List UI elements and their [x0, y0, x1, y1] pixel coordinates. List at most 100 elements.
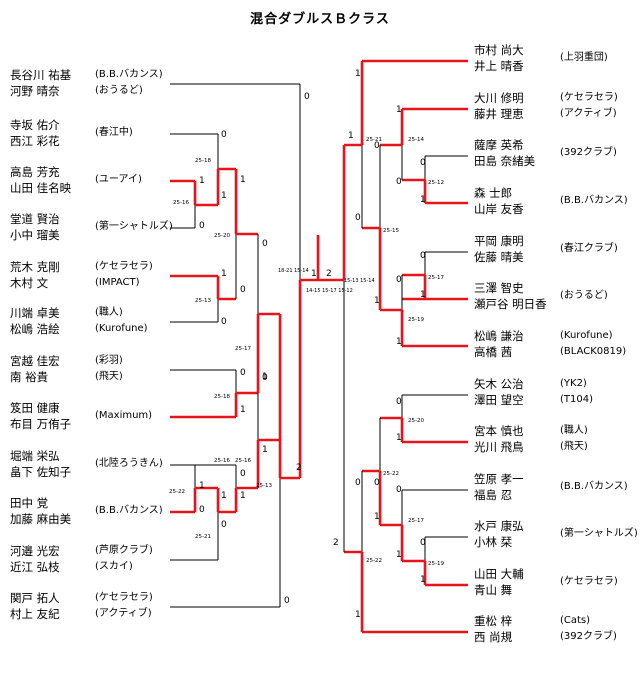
player-name: 長谷川 祐基 [10, 68, 72, 82]
team-name: (Maximum) [95, 410, 153, 421]
player-name: 小林 栞 [474, 535, 513, 549]
game-count: 1 [240, 175, 246, 185]
game-count: 0 [355, 213, 361, 223]
score-label: 25-18 [195, 158, 211, 164]
score-label: 25-16 [214, 458, 230, 464]
team-name: (第一シャトルズ) [95, 221, 173, 232]
player-name: 田中 覚 [10, 496, 49, 510]
game-count: 0 [221, 520, 227, 530]
game-count: 0 [355, 478, 361, 488]
score-label: 25-21 [366, 137, 382, 143]
player-name: 藤井 理恵 [474, 107, 524, 121]
player-name: 水戸 康弘 [474, 519, 524, 533]
score-label: 25-18 [214, 394, 230, 400]
player-name: 畠下 佐知子 [10, 465, 72, 479]
player-name: 大川 修明 [474, 91, 524, 105]
game-count: 1 [348, 131, 354, 141]
score-label: 18-21 15-14 [278, 268, 309, 274]
game-count: 0 [284, 596, 290, 606]
score-label: 25-16 [235, 458, 251, 464]
player-name: 山田 佳名映 [10, 181, 72, 195]
player-name: 川端 卓美 [10, 306, 60, 320]
team-name: (春江クラブ) [560, 243, 618, 254]
game-count: 1 [396, 433, 402, 443]
game-count: 0 [199, 221, 205, 231]
score-label: 15-13 15-14 [344, 278, 375, 284]
game-count: 2 [326, 269, 332, 279]
game-count: 0 [221, 317, 227, 327]
player-name: 木村 文 [10, 276, 49, 290]
team-name: (392クラブ) [560, 147, 617, 158]
game-count: 0 [396, 485, 402, 495]
team-name: (飛天) [560, 441, 588, 452]
player-name: 青山 舞 [474, 583, 513, 597]
team-name: (彩羽) [95, 355, 123, 366]
team-name: (飛天) [95, 371, 123, 382]
team-name: (春江中) [95, 127, 133, 138]
score-label: 25-22 [383, 471, 399, 477]
score-label: 25-16 [173, 200, 189, 206]
game-count: 1 [221, 491, 227, 501]
game-count: 0 [396, 275, 402, 285]
player-name: 薩摩 英希 [474, 138, 524, 152]
player-name: 森 士郎 [474, 186, 513, 200]
game-count: 0 [262, 373, 268, 383]
game-count: 1 [396, 337, 402, 347]
team-name: (ケセラセラ) [560, 576, 618, 587]
player-name: 市村 尚大 [474, 43, 524, 57]
team-name: (ユーアイ) [95, 174, 142, 185]
player-name: 宮本 慎也 [474, 424, 524, 438]
player-name: 田島 奈緒美 [474, 154, 536, 168]
game-count: 0 [240, 469, 246, 479]
score-label: 25-13 [256, 483, 272, 489]
score-label: 25-14 [408, 137, 424, 143]
team-name: (上羽重団) [560, 52, 608, 63]
player-name: 笈田 健康 [10, 401, 60, 415]
team-name: (おうるど) [95, 85, 143, 96]
team-name: (B.B.バカンス) [560, 481, 628, 492]
team-name: (Kurofune) [95, 323, 148, 334]
score-label: 25-19 [428, 561, 444, 567]
score-label: 25-17 [428, 275, 444, 281]
page-title: 混合ダブルスＢクラス [250, 12, 390, 27]
game-count: 1 [199, 176, 205, 186]
player-name: 宮越 佳宏 [10, 354, 60, 368]
game-count: 1 [311, 269, 317, 279]
player-name: 河邉 光宏 [10, 544, 60, 558]
player-name: 寺坂 佑介 [10, 118, 60, 132]
player-name: 山岸 友香 [474, 202, 524, 216]
game-count: 1 [396, 105, 402, 115]
game-count: 1 [240, 405, 246, 415]
team-name: (職人) [560, 425, 588, 436]
player-name: 加藤 麻由美 [10, 512, 72, 526]
player-name: 近江 弘枝 [10, 560, 60, 574]
score-label: 25-13 [195, 298, 211, 304]
game-count: 0 [374, 141, 380, 151]
team-name: (ケセラセラ) [95, 592, 153, 603]
team-name: (第一シャトルズ) [560, 528, 638, 539]
score-label: 25-20 [214, 233, 230, 239]
score-label: 25-21 [195, 534, 211, 540]
player-name: 高島 芳充 [10, 165, 60, 179]
team-name: (アクティブ) [560, 108, 617, 119]
game-count: 1 [262, 372, 268, 382]
game-count: 1 [355, 610, 361, 620]
score-label: 25-22 [366, 558, 382, 564]
team-name: (T104) [560, 394, 593, 405]
player-name: 福島 忍 [474, 488, 513, 502]
player-name: 重松 梓 [474, 614, 513, 628]
game-count: 1 [374, 296, 380, 306]
game-count: 0 [420, 538, 426, 548]
player-name: 井上 晴香 [474, 59, 524, 73]
game-count: 1 [374, 512, 380, 522]
score-label: 25-12 [428, 180, 444, 186]
game-count: 1 [240, 491, 246, 501]
player-name: 河野 晴奈 [10, 84, 60, 98]
player-name: 光川 飛鳥 [474, 440, 524, 454]
player-name: 澤田 望空 [474, 393, 524, 407]
game-count: 0 [374, 478, 380, 488]
team-name: (IMPACT) [95, 277, 140, 288]
game-count: 1 [420, 195, 426, 205]
game-count: 0 [262, 239, 268, 249]
